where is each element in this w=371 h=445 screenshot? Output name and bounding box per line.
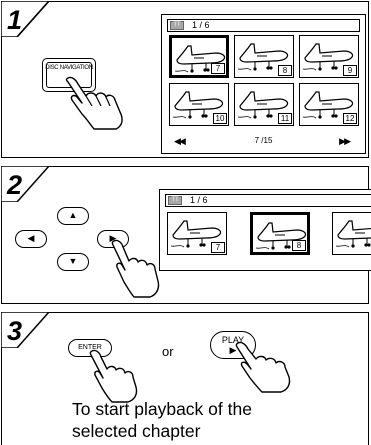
hand-pointer-icon	[110, 237, 166, 299]
chapter-thumbnail[interactable]: 8	[250, 212, 310, 255]
title-number: 1 / 6	[190, 195, 208, 206]
chapter-thumbnail[interactable]: 11	[234, 83, 294, 126]
caption-line-2: selected chapter	[72, 420, 252, 442]
chapter-number: 10	[213, 113, 227, 124]
up-arrow-button[interactable]: ▲	[57, 207, 89, 225]
chapter-number: 9	[343, 65, 357, 76]
caption-line-1: To start playback of the	[72, 398, 252, 420]
step-3-number: 3	[7, 313, 22, 349]
chapter-selection-screen: TT 1 / 6 7 8	[159, 189, 371, 271]
left-arrow-button[interactable]: ◀	[15, 230, 47, 248]
chapter-number: 8	[278, 65, 292, 76]
hand-pointer-icon	[88, 347, 144, 403]
chapter-number: 8	[292, 240, 306, 251]
title-number: 1 / 6	[192, 20, 210, 31]
page-indicator: 7 /15	[168, 135, 359, 147]
down-arrow-button[interactable]: ▼	[57, 253, 89, 271]
step-1-number: 1	[7, 2, 22, 38]
chapter-thumbnail[interactable]: 7	[169, 35, 229, 78]
chapter-number: 12	[343, 113, 357, 124]
chapter-thumbnail[interactable]: 12	[299, 83, 359, 126]
hand-pointer-icon	[234, 339, 296, 393]
step-2-number: 2	[7, 167, 22, 203]
page-navigation: ◀◀ 7 /15 ▶▶	[168, 135, 359, 147]
airplane-icon	[333, 213, 371, 254]
title-bar: TT 1 / 6	[167, 19, 360, 32]
chapter-thumbnail[interactable]: 10	[169, 83, 229, 126]
instruction-caption: To start playback of the selected chapte…	[72, 398, 252, 442]
disc-navigation-screen: TT 1 / 6 7 8 9 10 11 12 ◀◀ 7 /15 ▶▶	[161, 14, 366, 154]
chapter-number: 7	[211, 63, 225, 74]
chapter-thumbnail[interactable]	[332, 212, 371, 255]
disc-navigation-label: DISC NAVIGATION	[43, 65, 95, 71]
chapter-number: 11	[278, 113, 292, 124]
title-bar: TT 1 / 6	[165, 194, 371, 207]
title-icon: TT	[168, 196, 182, 205]
hand-pointer-icon	[64, 74, 130, 130]
chapter-number: 7	[211, 242, 225, 253]
chapter-thumbnail[interactable]: 9	[299, 35, 359, 78]
title-icon: TT	[170, 21, 184, 30]
chapter-thumbnail[interactable]: 8	[234, 35, 294, 78]
next-page-icon[interactable]: ▶▶	[339, 135, 349, 147]
chapter-thumbnail[interactable]: 7	[167, 212, 227, 255]
or-text: or	[162, 344, 174, 359]
step-3-panel: 3 ENTER or PLAY ▶ To start playback of t…	[1, 312, 369, 445]
step-1-panel: 1 DISC NAVIGATION TT 1 / 6 7 8 9 10 11 12 ◀◀ …	[1, 1, 369, 158]
